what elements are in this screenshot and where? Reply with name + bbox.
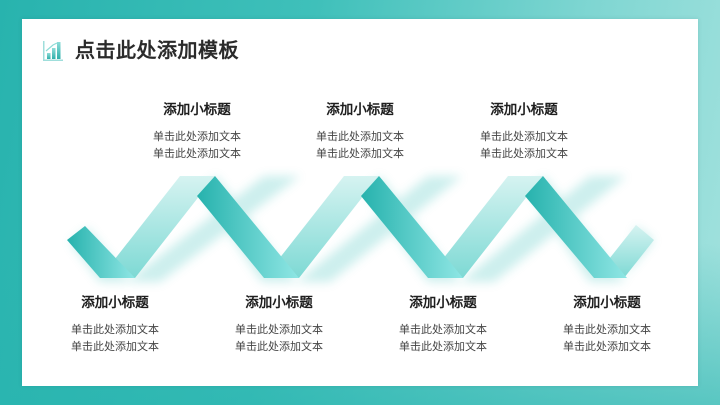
item-text[interactable]: 单击此处添加文本 xyxy=(153,147,241,160)
ribbon-up-1 xyxy=(100,176,215,278)
item-text[interactable]: 单击此处添加文本 xyxy=(235,323,323,336)
item-text[interactable]: 单击此处添加文本 xyxy=(563,340,651,353)
bottom-item-3: 添加小标题 单击此处添加文本 单击此处添加文本 xyxy=(373,294,513,355)
top-item-2: 添加小标题 单击此处添加文本 单击此处添加文本 xyxy=(290,101,430,162)
item-text[interactable]: 单击此处添加文本 xyxy=(235,340,323,353)
item-text[interactable]: 单击此处添加文本 xyxy=(563,323,651,336)
item-heading[interactable]: 添加小标题 xyxy=(573,295,641,311)
item-heading[interactable]: 添加小标题 xyxy=(81,295,149,311)
item-text[interactable]: 单击此处添加文本 xyxy=(480,130,568,143)
ribbon-down-0 xyxy=(67,226,135,278)
ribbon-up-3 xyxy=(428,176,543,278)
bottom-item-2: 添加小标题 单击此处添加文本 单击此处添加文本 xyxy=(209,294,349,355)
page-title[interactable]: 点击此处添加模板 xyxy=(75,38,239,62)
bottom-item-4: 添加小标题 单击此处添加文本 单击此处添加文本 xyxy=(537,294,677,355)
item-text[interactable]: 单击此处添加文本 xyxy=(316,130,404,143)
ribbon-down-3 xyxy=(525,176,627,278)
ribbon-down-2 xyxy=(361,176,463,278)
bottom-item-1: 添加小标题 单击此处添加文本 单击此处添加文本 xyxy=(45,294,185,355)
item-text[interactable]: 单击此处添加文本 xyxy=(153,130,241,143)
item-text[interactable]: 单击此处添加文本 xyxy=(399,340,487,353)
ribbon-down-1 xyxy=(197,176,299,278)
item-text[interactable]: 单击此处添加文本 xyxy=(316,147,404,160)
item-text[interactable]: 单击此处添加文本 xyxy=(71,323,159,336)
top-item-1: 添加小标题 单击此处添加文本 单击此处添加文本 xyxy=(127,101,267,162)
item-heading[interactable]: 添加小标题 xyxy=(163,102,231,118)
item-heading[interactable]: 添加小标题 xyxy=(490,102,558,118)
item-text[interactable]: 单击此处添加文本 xyxy=(71,340,159,353)
item-heading[interactable]: 添加小标题 xyxy=(245,295,313,311)
item-text[interactable]: 单击此处添加文本 xyxy=(399,323,487,336)
top-item-3: 添加小标题 单击此处添加文本 单击此处添加文本 xyxy=(454,101,594,162)
ribbon-up-2 xyxy=(264,176,379,278)
item-heading[interactable]: 添加小标题 xyxy=(409,295,477,311)
item-heading[interactable]: 添加小标题 xyxy=(326,102,394,118)
bar-chart-icon xyxy=(43,41,63,61)
item-text[interactable]: 单击此处添加文本 xyxy=(480,147,568,160)
